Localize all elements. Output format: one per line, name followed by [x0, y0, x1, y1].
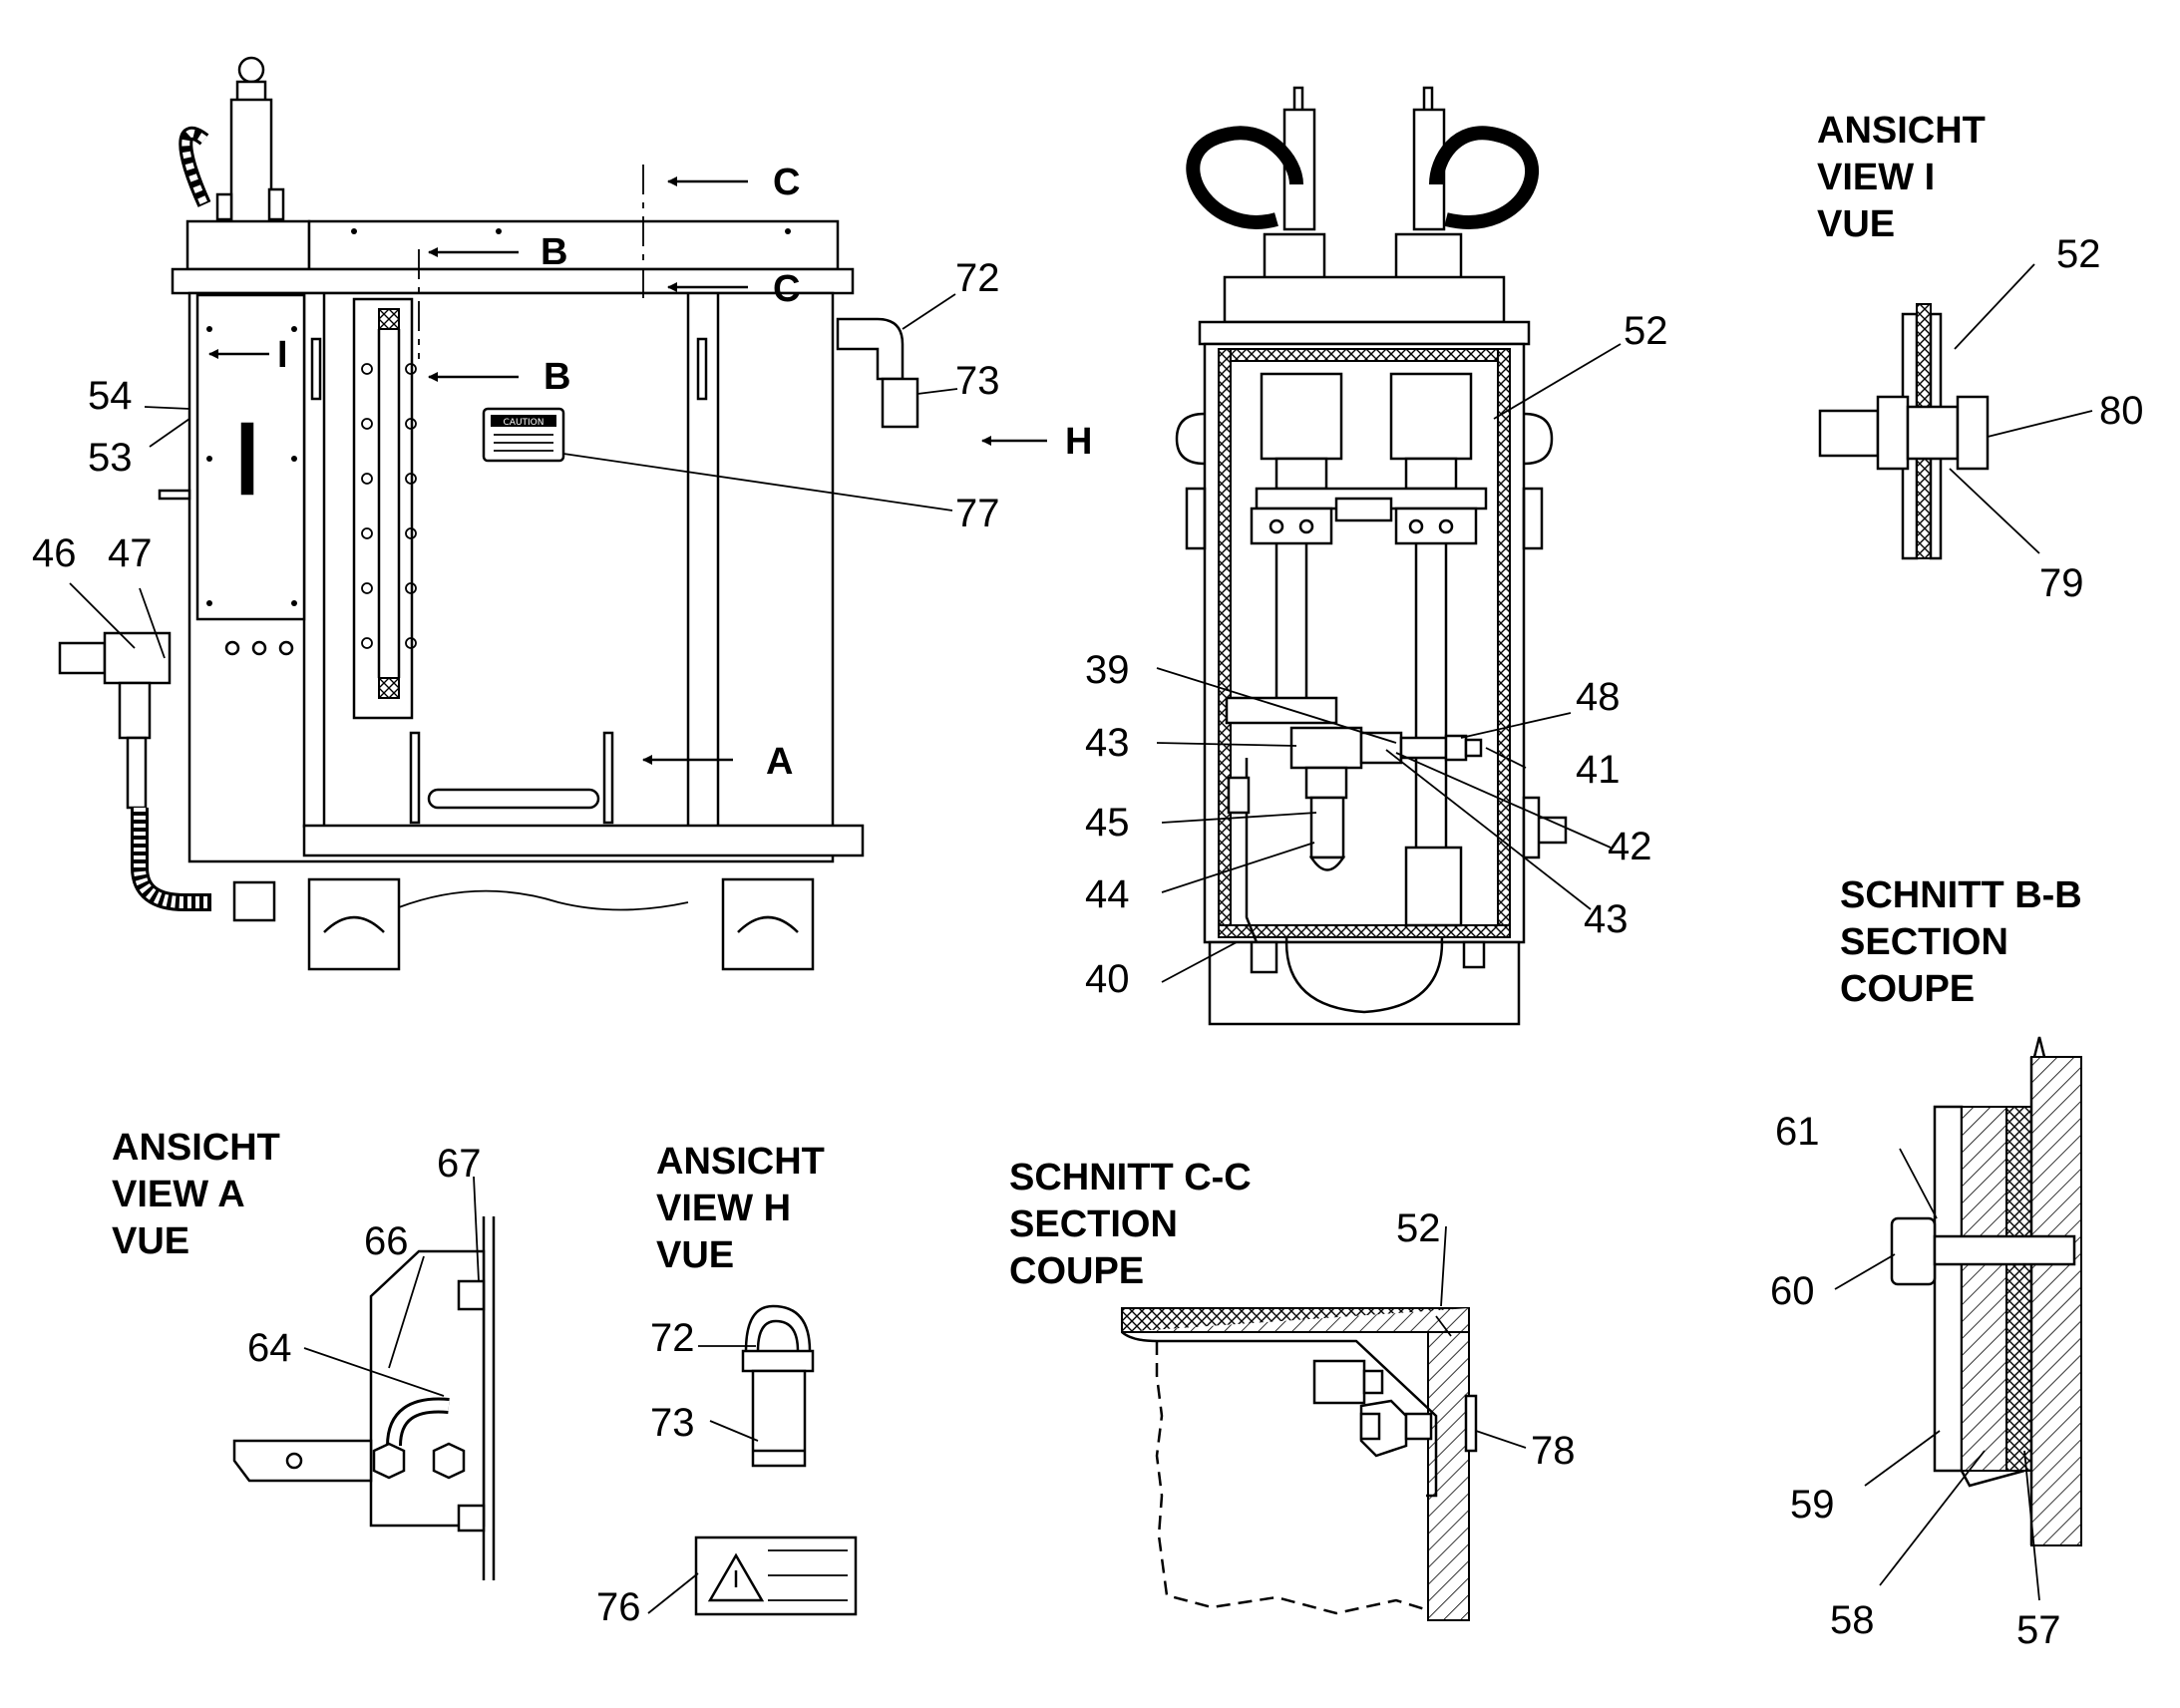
view-i-title-3: VUE [1817, 203, 1895, 245]
view-h-title-3: VUE [656, 1234, 734, 1276]
callout-61: 61 [1775, 1110, 1820, 1154]
arrow-label-h: H [1065, 421, 1092, 463]
callout-42: 42 [1608, 825, 1652, 868]
callout-52-section-cc: 52 [1396, 1206, 1441, 1250]
arrow-label-a: A [766, 741, 793, 783]
callout-57: 57 [2016, 1608, 2061, 1652]
main-side-view: CAUTION [58, 56, 919, 971]
callout-41: 41 [1576, 748, 1621, 792]
view-a-title-2: VIEW A [112, 1174, 245, 1215]
callout-43-lower: 43 [1584, 897, 1629, 941]
view-i-title-2: VIEW I [1817, 157, 1935, 198]
arrow-label-b-mid: B [544, 356, 570, 398]
view-h-title-1: ANSICHT [656, 1141, 825, 1183]
callout-79: 79 [2039, 561, 2084, 605]
callout-67: 67 [437, 1142, 482, 1186]
callout-73-view-h: 73 [650, 1401, 695, 1445]
callout-72: 72 [955, 256, 1000, 300]
callout-78: 78 [1531, 1429, 1576, 1473]
view-a-title-1: ANSICHT [112, 1127, 280, 1169]
view-i: ANSICHT VIEW I VUE 52 80 79 [1817, 110, 2144, 605]
callout-54: 54 [88, 374, 133, 418]
view-a: ANSICHT VIEW A VUE 67 66 64 [112, 1127, 496, 1580]
callout-46: 46 [32, 531, 77, 575]
view-h: ANSICHT VIEW H VUE 72 73 76 [596, 1141, 858, 1629]
arrow-label-c-mid: C [773, 268, 800, 310]
arrow-label-i: I [277, 334, 288, 376]
callout-39: 39 [1085, 648, 1130, 692]
section-cc: SCHNITT C-C SECTION COUPE 52 78 [1009, 1157, 1576, 1621]
callout-64: 64 [247, 1326, 292, 1370]
callout-40: 40 [1085, 957, 1130, 1001]
caution-label-text: CAUTION [504, 418, 545, 428]
callout-66: 66 [364, 1219, 409, 1263]
section-markers: C B C I B H A [208, 162, 1092, 783]
section-cc-title-1: SCHNITT C-C [1009, 1157, 1252, 1198]
callout-52-view-i: 52 [2056, 232, 2101, 276]
callout-58: 58 [1830, 1598, 1875, 1642]
section-cc-title-2: SECTION [1009, 1203, 1178, 1245]
main-view-callouts: 72 73 54 53 77 46 47 [32, 256, 1000, 659]
section-bb-title-3: COUPE [1840, 968, 1975, 1010]
front-view [1175, 86, 1568, 1026]
callout-53: 53 [88, 436, 133, 480]
section-bb: SCHNITT B-B SECTION COUPE 61 60 59 58 57 [1770, 874, 2082, 1652]
callout-73: 73 [955, 359, 1000, 403]
section-cc-title-3: COUPE [1009, 1250, 1144, 1292]
arrow-label-c-top: C [773, 162, 800, 203]
callout-60: 60 [1770, 1269, 1815, 1313]
section-bb-title-2: SECTION [1840, 921, 2008, 963]
callout-45: 45 [1085, 801, 1130, 845]
callout-52-front: 52 [1624, 309, 1668, 353]
view-h-title-2: VIEW H [656, 1188, 791, 1229]
callout-44: 44 [1085, 872, 1130, 916]
callout-80: 80 [2099, 389, 2144, 433]
callout-59: 59 [1790, 1483, 1835, 1527]
callout-48: 48 [1576, 675, 1621, 719]
view-a-title-3: VUE [112, 1220, 189, 1262]
arrow-label-b-top: B [541, 231, 567, 273]
callout-77: 77 [955, 492, 1000, 535]
sight-glass-bolts [361, 363, 417, 649]
screws [206, 228, 791, 606]
callout-43-upper: 43 [1085, 721, 1130, 765]
callout-47: 47 [108, 531, 153, 575]
callout-72-view-h: 72 [650, 1316, 695, 1360]
section-bb-title-1: SCHNITT B-B [1840, 874, 2082, 916]
callout-76: 76 [596, 1585, 641, 1629]
front-view-callouts: 52 39 48 43 41 45 42 44 43 40 [1085, 309, 1668, 1001]
view-i-title-1: ANSICHT [1817, 110, 1986, 152]
